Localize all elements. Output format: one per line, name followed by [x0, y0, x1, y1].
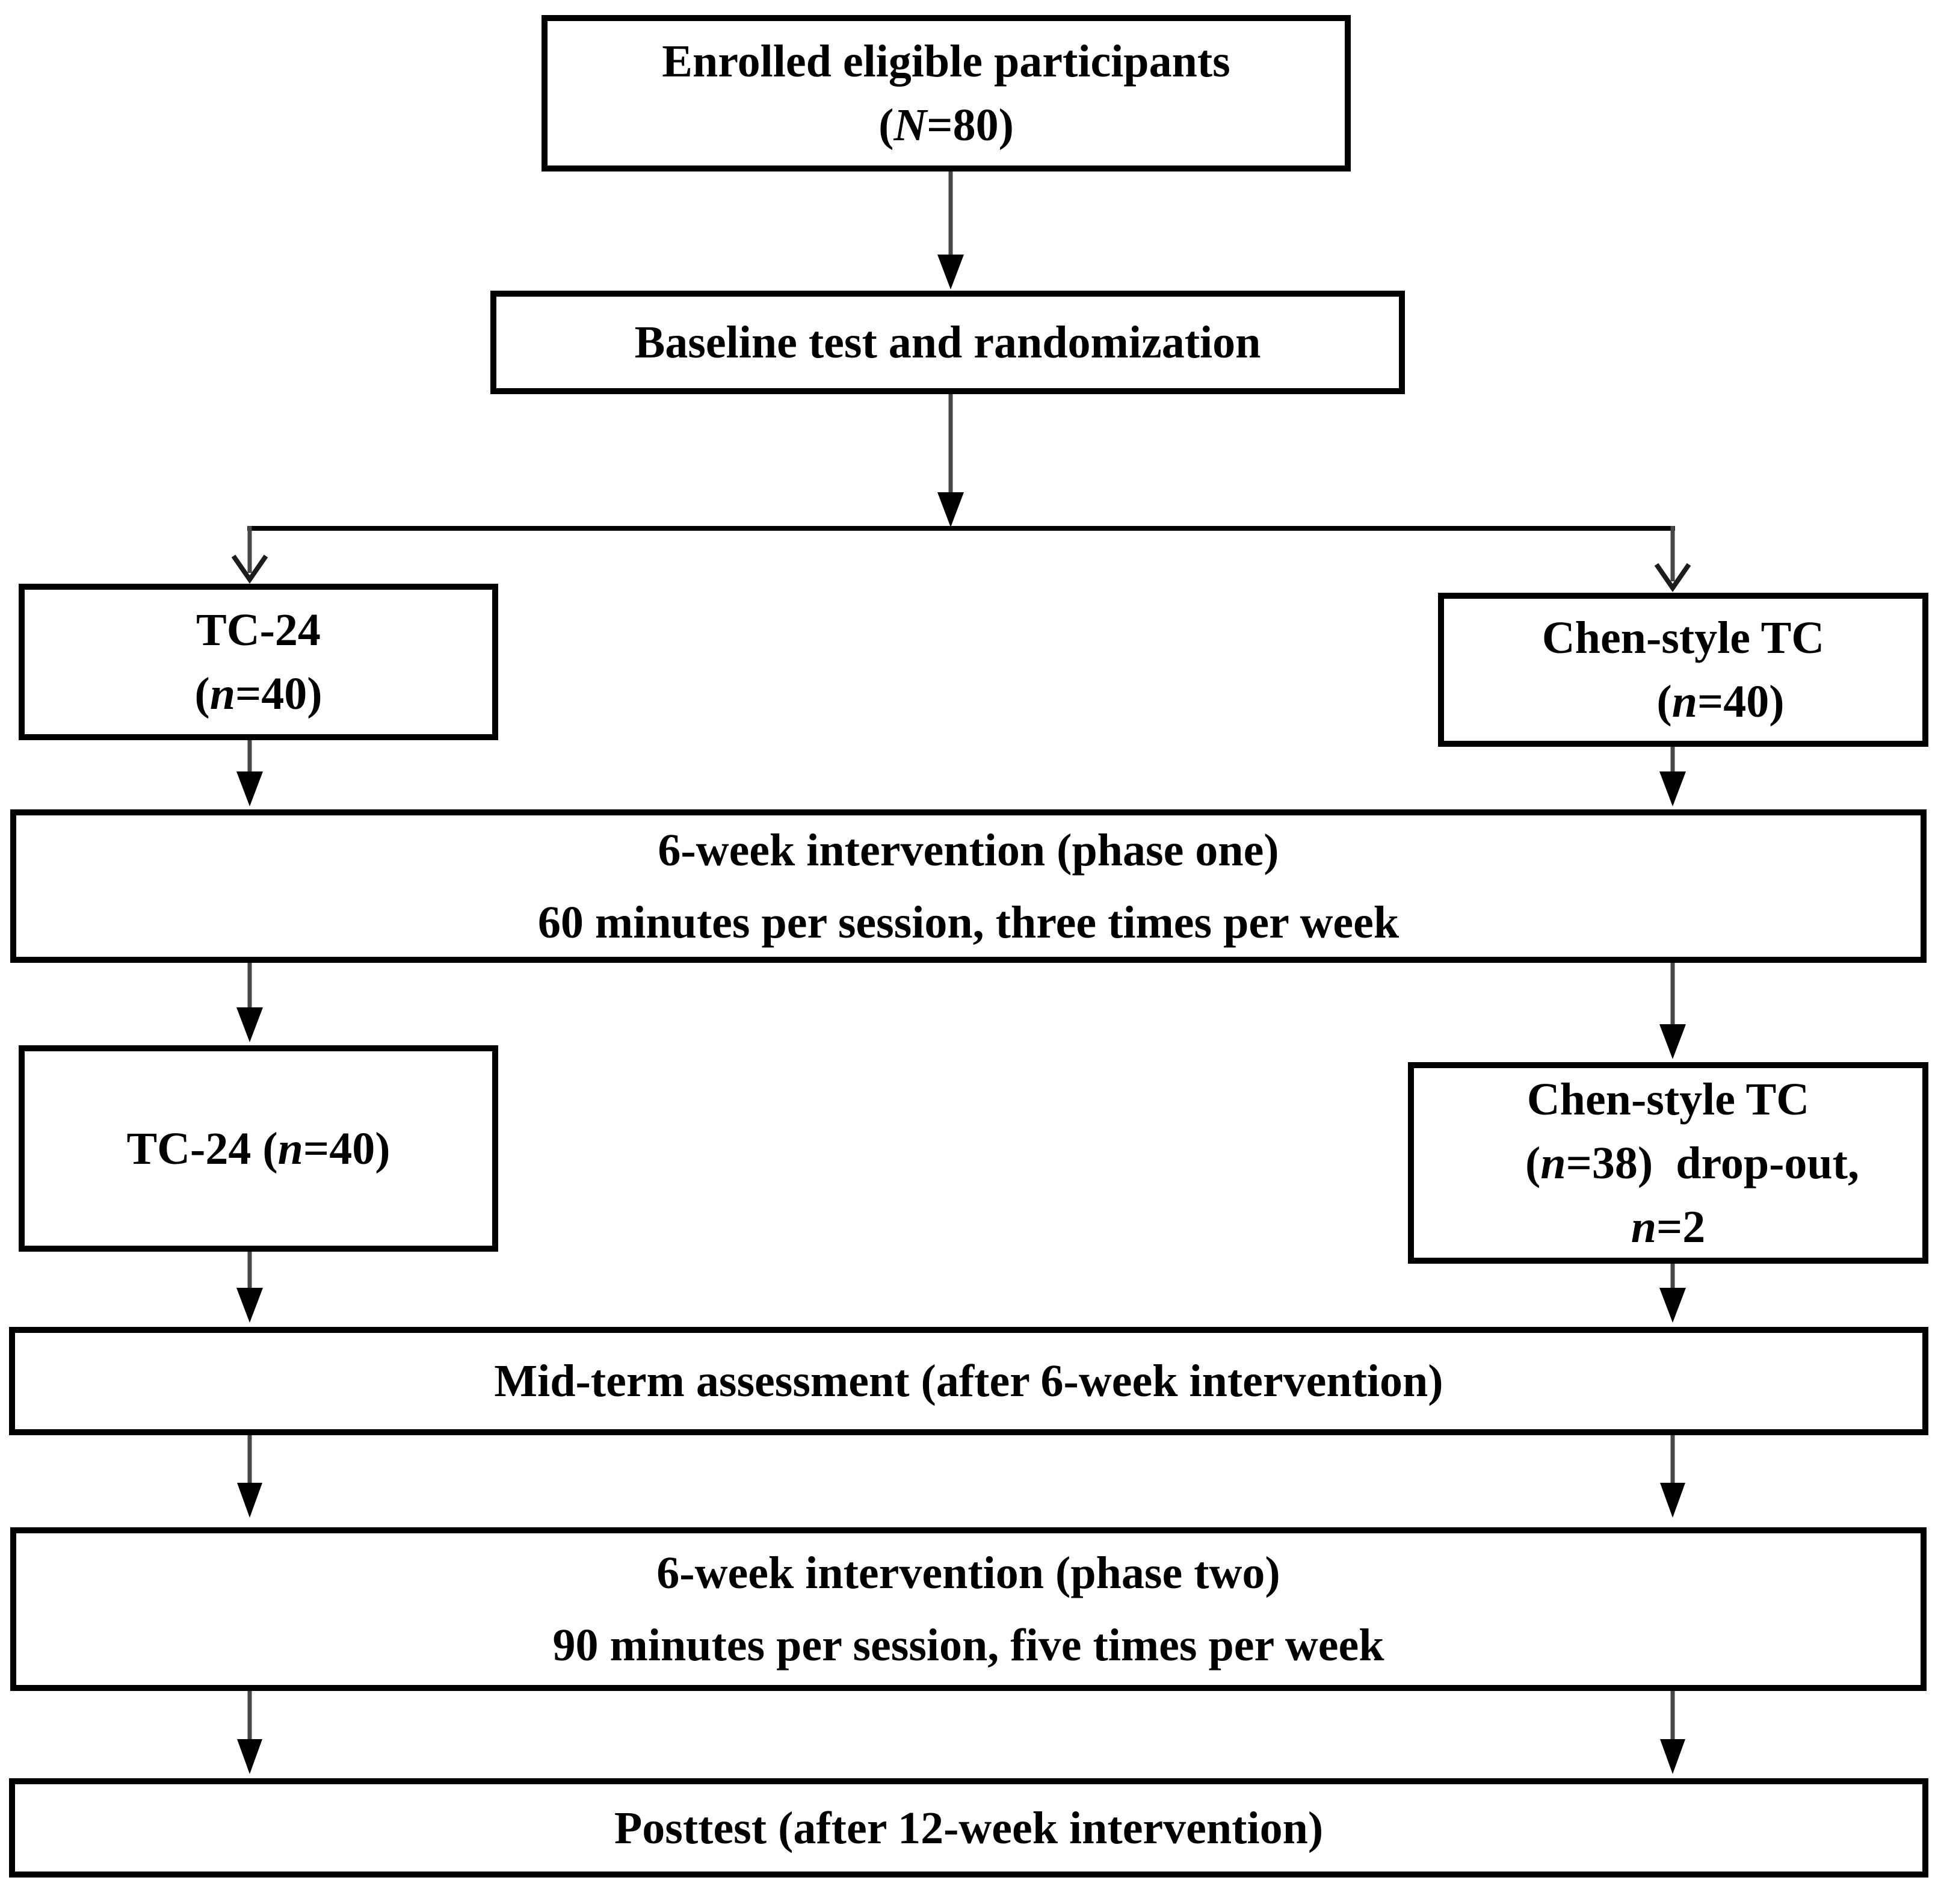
arrow-phase2-to-posttest-right	[1660, 1691, 1685, 1774]
node-phase-one-intervention: 6-week intervention (phase one) 60 minute…	[10, 809, 1927, 963]
arrow-midterm-to-phase2-right	[1660, 1435, 1685, 1518]
node-tc24-allocation: TC-24 (n=40)	[19, 584, 498, 740]
node-label-line: Baseline test and randomization	[634, 317, 1261, 368]
node-baseline-randomization: Baseline test and randomization	[490, 291, 1405, 394]
node-label-line: Chen-style TC	[1541, 613, 1825, 663]
node-label-line: TC-24	[196, 605, 321, 655]
arrow-tc24-to-phase1	[236, 740, 263, 806]
node-midterm-assessment: Mid-term assessment (after 6-week interv…	[9, 1327, 1928, 1435]
node-label-line: Mid-term assessment (after 6-week interv…	[494, 1356, 1443, 1406]
node-label-line: Posttest (after 12-week intervention)	[614, 1802, 1324, 1853]
node-label-line: 6-week intervention (phase one)	[658, 824, 1279, 876]
arrow-chen-to-phase1	[1659, 747, 1686, 806]
arrow-tc24mid-to-midterm	[236, 1252, 263, 1323]
node-enrolled-participants: Enrolled eligible participants (N=80)	[542, 15, 1351, 172]
arrow-chenmid-to-midterm	[1659, 1264, 1686, 1323]
node-chen-style-tc-allocation: Chen-style TC (n=40)	[1438, 593, 1928, 747]
node-label-line: (n=40)	[1656, 676, 1785, 727]
arrow-phase1-to-chenmid	[1659, 963, 1686, 1059]
node-phase-two-intervention: 6-week intervention (phase two) 90 minute…	[10, 1527, 1927, 1691]
node-label-line: TC-24 (n=40)	[126, 1123, 390, 1174]
node-label-line: (n=40)	[194, 669, 322, 719]
arrow-split-to-chen	[1654, 526, 1691, 593]
arrow-midterm-to-phase2-left	[237, 1435, 262, 1518]
node-label-line: (n=38) drop-out,	[1525, 1137, 1859, 1188]
node-label-line: n=2	[1631, 1201, 1706, 1252]
node-posttest: Posttest (after 12-week intervention)	[9, 1778, 1928, 1878]
node-label-line: 60 minutes per session, three times per …	[537, 897, 1399, 948]
arrow-baseline-to-split	[937, 394, 964, 527]
node-label-line: 6-week intervention (phase two)	[656, 1548, 1280, 1598]
node-label-line: Chen-style TC	[1526, 1074, 1810, 1125]
arrow-phase2-to-posttest-left	[237, 1691, 262, 1774]
arrow-phase1-to-tc24mid	[236, 963, 263, 1042]
node-label-line: (N=80)	[878, 100, 1014, 150]
node-tc24-after-phase-one: TC-24 (n=40)	[19, 1045, 498, 1252]
arrow-enrolled-to-baseline	[937, 172, 964, 289]
node-label-line: Enrolled eligible participants	[662, 36, 1230, 87]
node-label-line: 90 minutes per session, five times per w…	[552, 1620, 1384, 1671]
node-chen-style-tc-dropout: Chen-style TC (n=38) drop-out, n=2	[1408, 1062, 1928, 1264]
arrow-split-to-tc24	[231, 526, 268, 584]
